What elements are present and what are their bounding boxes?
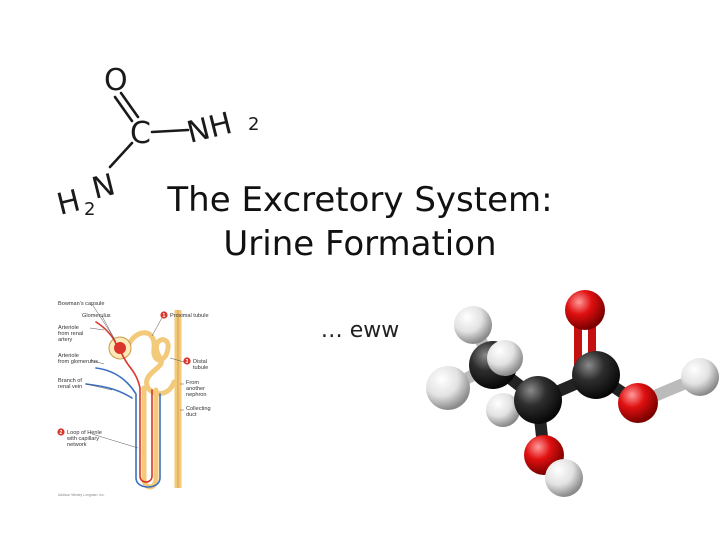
urea-structural-formula: O C NH 2 H 2 N	[53, 63, 259, 223]
label-distal-tubule-1: Distal	[193, 359, 207, 365]
hydrogen-atom-acid	[681, 358, 719, 396]
label-arteriole-glom-2: from glomerulus	[58, 359, 98, 365]
label-arteriole-renal-2: from renal	[58, 331, 83, 337]
label-arteriole-renal-1: Arteriole	[58, 325, 79, 331]
urea-amine-right: NH	[183, 106, 235, 151]
ball-and-stick-molecule	[426, 290, 719, 497]
label-branch-renal-vein-1: Branch of	[58, 378, 82, 384]
label-glomerulus: Glomerulus	[82, 313, 111, 319]
label-from-another-2: another	[186, 386, 205, 392]
carbon-atom-central	[514, 376, 562, 424]
urea-amine-left-subscript: 2	[84, 199, 95, 220]
hydrogen-atom-hydroxyl	[545, 459, 583, 497]
label-arteriole-renal-3: artery	[58, 337, 73, 343]
hydrogen-atom-left	[426, 366, 470, 410]
carbon-atom-carboxyl	[572, 351, 620, 399]
slide-subtitle: … eww	[320, 318, 400, 343]
urea-amine-left-h: H	[53, 183, 83, 222]
diagram-credit: Addison Wesley Longman, Inc.	[58, 493, 105, 497]
label-bowmans-capsule: Bowman's capsule	[58, 301, 104, 307]
step-number-2: 2	[60, 430, 63, 436]
hydrogen-atom-center	[486, 393, 520, 427]
label-arteriole-glom-1: Arteriole	[58, 353, 79, 359]
label-loop-henle-1: Loop of Henle	[67, 430, 102, 436]
label-from-another-1: From	[186, 380, 199, 386]
step-badge-2	[57, 428, 65, 436]
oxygen-atom-acid	[618, 383, 658, 423]
title-line-2: Urine Formation	[223, 224, 497, 264]
step-number-3: 3	[186, 359, 189, 365]
slide-title: The Excretory System: Urine Formation	[140, 178, 580, 266]
step-badge-3	[183, 357, 191, 365]
nephron-diagram: Bowman's capsule Glomerulus Arteriole fr…	[57, 301, 211, 497]
label-collecting-duct-1: Collecting	[186, 406, 211, 412]
label-distal-tubule-2: tubule	[193, 365, 208, 371]
step-number-1: 1	[163, 313, 166, 319]
urea-carbon: C	[130, 116, 151, 151]
hydrogen-atom-top	[454, 306, 492, 344]
label-proximal-tubule: Proximal tubule	[170, 313, 209, 319]
step-badge-1	[160, 311, 168, 319]
hydrogen-atom-upper	[487, 340, 523, 376]
label-branch-renal-vein-2: renal vein	[58, 384, 82, 390]
oxygen-atom-carbonyl	[565, 290, 605, 330]
glomerulus-shape	[114, 342, 126, 354]
label-collecting-duct-2: duct	[186, 412, 197, 418]
urea-oxygen: O	[104, 63, 128, 98]
urea-amine-right-subscript: 2	[248, 114, 259, 135]
title-line-1: The Excretory System:	[167, 180, 553, 220]
label-loop-henle-2: with capillary	[66, 436, 99, 442]
label-from-another-3: nephron	[186, 392, 207, 398]
label-loop-henle-3: network	[67, 442, 87, 448]
